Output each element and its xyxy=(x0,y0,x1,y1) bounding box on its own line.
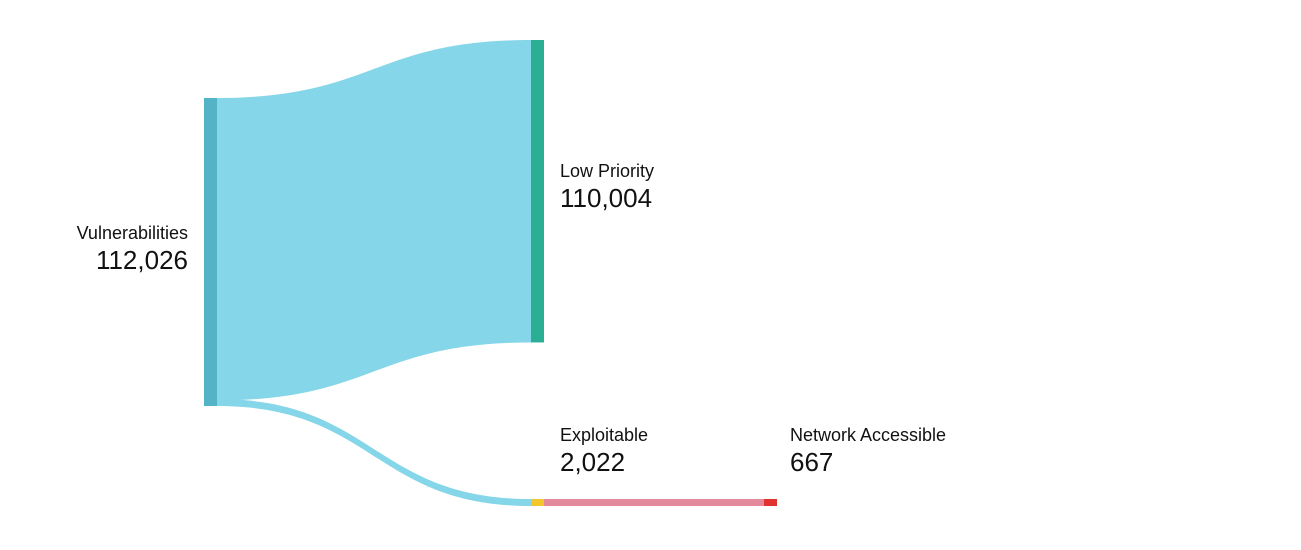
nodes-layer xyxy=(204,40,777,506)
link-exploitable-to-network-accessible xyxy=(544,499,764,506)
links-layer xyxy=(217,40,764,506)
node-bar-network-accessible xyxy=(764,499,777,506)
node-label-exploitable: Exploitable 2,022 xyxy=(560,424,648,478)
node-name-vulnerabilities: Vulnerabilities xyxy=(76,223,188,243)
node-bar-vulnerabilities xyxy=(204,98,217,406)
link-vulnerabilities-to-exploitable xyxy=(217,399,531,506)
link-vulnerabilities-to-low-priority xyxy=(217,40,531,401)
node-name-low-priority: Low Priority xyxy=(560,161,655,181)
node-name-network-accessible: Network Accessible xyxy=(790,425,947,445)
node-label-network-accessible: Network Accessible 667 xyxy=(790,424,946,478)
node-bar-low-priority xyxy=(531,40,544,343)
node-bar-exploitable xyxy=(531,499,544,506)
node-value-network-accessible: 667 xyxy=(790,447,834,477)
node-name-exploitable: Exploitable xyxy=(560,425,649,445)
node-value-low-priority: 110,004 xyxy=(560,183,653,213)
node-label-vulnerabilities: Vulnerabilities 112,026 xyxy=(0,222,188,276)
node-value-exploitable: 2,022 xyxy=(560,447,626,477)
node-value-vulnerabilities: 112,026 xyxy=(95,245,188,275)
node-label-low-priority: Low Priority 110,004 xyxy=(560,160,654,214)
